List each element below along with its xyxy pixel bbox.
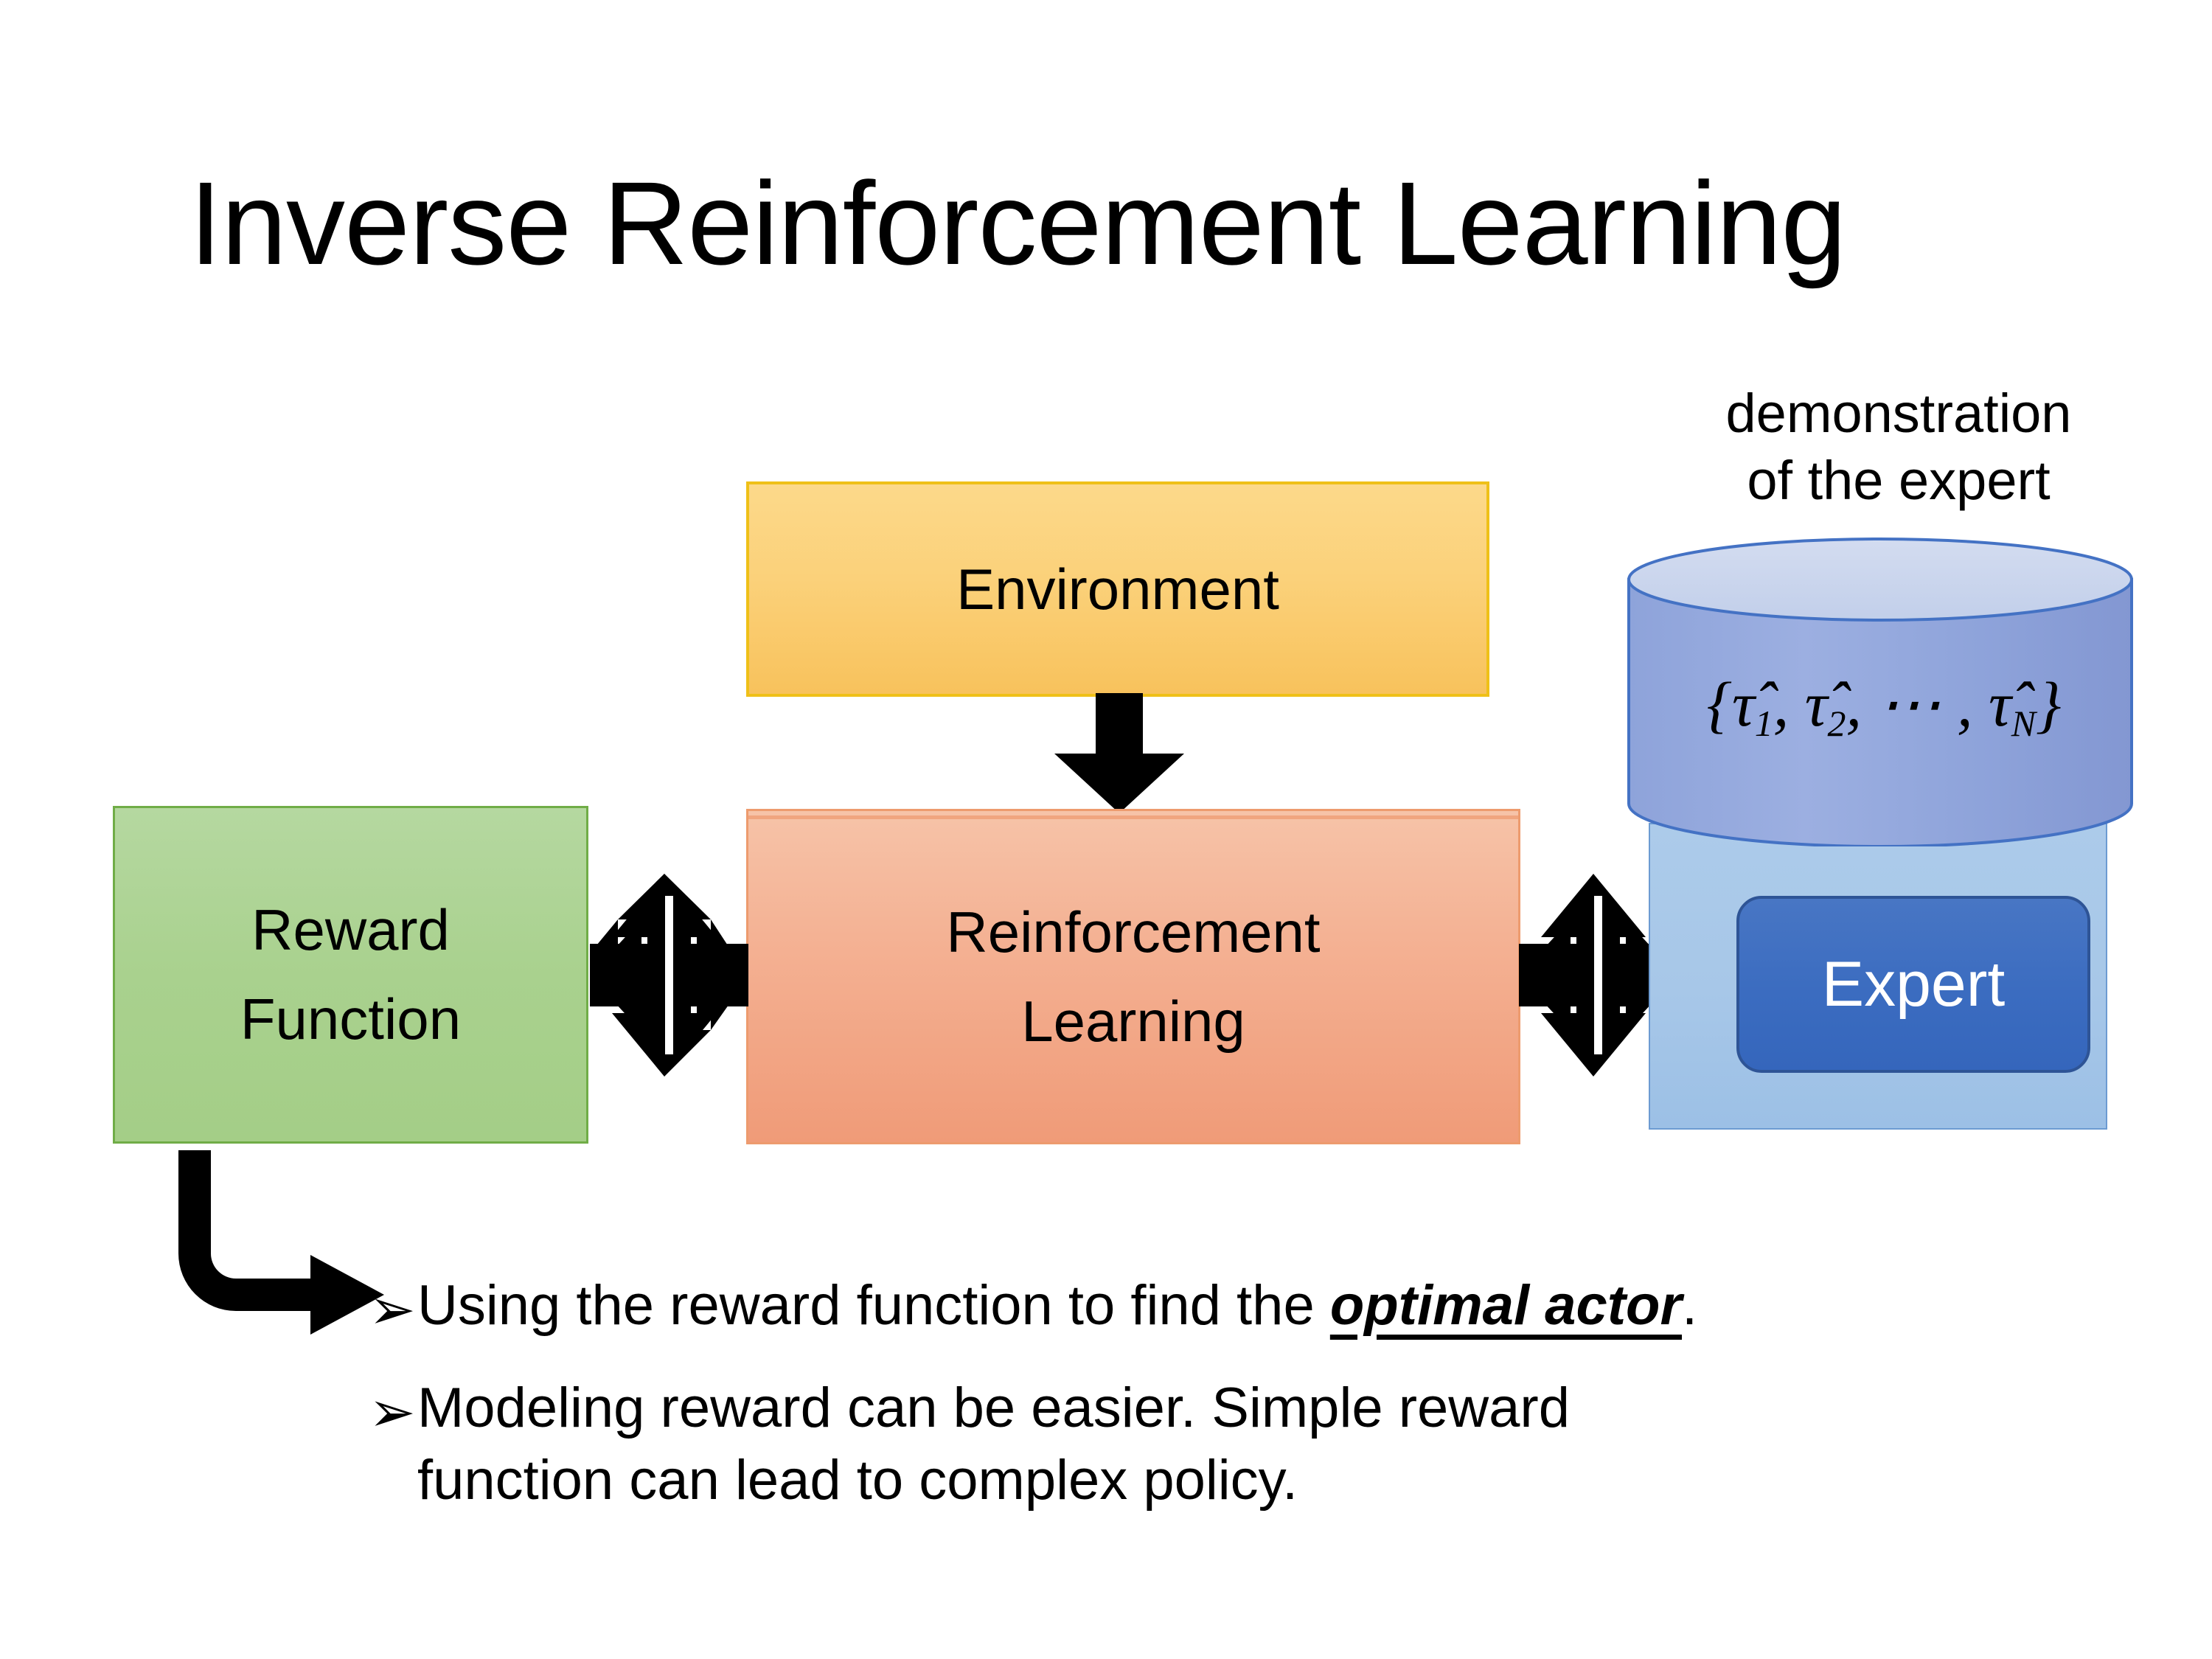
formula-subscript-2: 2 xyxy=(1827,703,1846,744)
bullet-text: Using the reward function to find the op… xyxy=(417,1270,2101,1341)
four-way-arrow-rl-expert-icon xyxy=(1519,874,1677,1077)
bullet-arrow-icon: ➢ xyxy=(369,1279,416,1341)
bullet-text: Modeling reward can be easier. Simple re… xyxy=(417,1372,2101,1516)
formula-separator-2: , ⋯ , xyxy=(1846,669,1989,740)
environment-label: Environment xyxy=(956,556,1279,622)
formula-separator-1: , xyxy=(1773,669,1805,740)
demonstration-caption: demonstration of the expert xyxy=(1644,380,2153,514)
list-item: ➢ Modeling reward can be easier. Simple … xyxy=(369,1372,2101,1516)
trajectory-set-formula: {τ̂1, τ̂2, ⋯ , τ̂N} xyxy=(1663,667,2105,745)
rl-label-line1: Reinforcement xyxy=(946,899,1321,964)
formula-close-brace: } xyxy=(2036,669,2062,740)
reward-label-line1: Reward xyxy=(251,897,450,963)
bullet-list: ➢ Using the reward function to find the … xyxy=(369,1270,2101,1543)
bullet-arrow-icon: ➢ xyxy=(369,1381,416,1444)
expert-box: Expert xyxy=(1736,896,2090,1073)
bullet-text-line2: function can lead to complex policy. xyxy=(417,1448,1298,1512)
formula-subscript-n: N xyxy=(2011,703,2036,744)
bullet-text-before: Using the reward function to find the xyxy=(417,1274,1330,1337)
rl-box-top-accent xyxy=(748,815,1518,819)
formula-open-brace: { xyxy=(1706,669,1732,740)
four-way-arrow-reward-rl-icon xyxy=(590,874,748,1077)
list-item: ➢ Using the reward function to find the … xyxy=(369,1270,2101,1346)
formula-tau-1: τ̂ xyxy=(1732,669,1755,740)
reinforcement-learning-box: Reinforcement Learning xyxy=(746,809,1520,1144)
formula-tau-2: τ̂ xyxy=(1804,669,1828,740)
page-title: Inverse Reinforcement Learning xyxy=(189,157,1847,289)
bullet-text-after: . xyxy=(1682,1274,1698,1337)
environment-box: Environment xyxy=(746,481,1489,697)
demonstration-caption-line1: demonstration xyxy=(1725,383,2072,444)
formula-subscript-1: 1 xyxy=(1754,703,1773,744)
expert-label: Expert xyxy=(1821,948,2006,1020)
rl-label-line2: Learning xyxy=(1021,988,1245,1054)
formula-tau-n: τ̂ xyxy=(1988,669,2011,740)
reward-function-box: Reward Function xyxy=(113,806,588,1144)
reward-label-line2: Function xyxy=(240,987,462,1051)
database-cylinder-icon xyxy=(1627,538,2133,846)
arrow-environment-to-rl-icon xyxy=(1054,693,1184,813)
bullet-text-before: Modeling reward can be easier. Simple re… xyxy=(417,1377,1571,1440)
demonstration-caption-line2: of the expert xyxy=(1747,450,2051,512)
elbow-arrow-reward-to-bullet-icon xyxy=(178,1150,384,1335)
bullet-emphasis: optimal actor xyxy=(1329,1274,1683,1337)
